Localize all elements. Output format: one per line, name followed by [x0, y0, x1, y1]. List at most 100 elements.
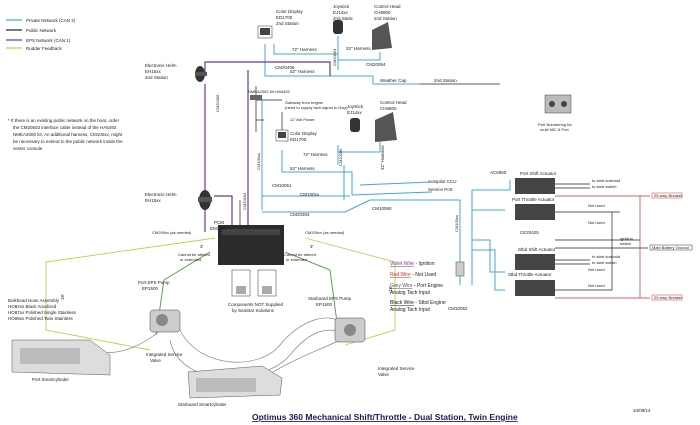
- label-second-station: 2nd Station: [434, 78, 457, 83]
- color-display-top: Color Display ED1700 2nd Station: [257, 9, 304, 39]
- label-cm209xx-right: CM209xx (as needed): [305, 230, 345, 235]
- wire-red: Red Wire - Not Used: [390, 272, 436, 278]
- helm-main-l2: EH15xx: [145, 198, 162, 203]
- color-display-mid: Color Display ED1700: [275, 129, 318, 142]
- bulkhead-l2: HO82xx Black Anodized: [8, 304, 57, 309]
- helm-main-l1: Electronic Helm: [145, 192, 177, 197]
- label-cm100xx-mid: CM100xx: [300, 192, 320, 197]
- port-pump-l2: EP1500: [142, 286, 159, 291]
- label-port-shift: Port Shift Actuator: [520, 171, 557, 176]
- wire-descriptions: Violet Wire - Ignition Red Wire - Not Us…: [390, 261, 446, 313]
- label-3ft-right: 3': [310, 244, 314, 249]
- label-battery: Main Battery Ground: [652, 245, 689, 250]
- note-line-3: NMEA2000 kit. An additional harness, CM1…: [13, 132, 123, 137]
- stbd-cyl-label: Starboard Smartcylinder: [178, 402, 227, 407]
- valve-port-l1: Integrated Service: [146, 352, 183, 357]
- joystick-top-l1: Joystick: [333, 4, 350, 9]
- label-18ft-right: 18': [388, 286, 393, 292]
- label-ignition-l1: Ignition: [620, 236, 633, 241]
- label-not-used-4: Not Used: [588, 283, 605, 288]
- port-pump-l1: Port EPS Pump: [138, 280, 170, 285]
- label-not-used-2: Not Used: [588, 220, 605, 225]
- pcm-l1: PCM: [214, 220, 224, 225]
- wire-violet: Violet Wire - Ignition: [390, 261, 435, 267]
- label-solenoid2: to start solenoid: [592, 254, 620, 259]
- note-line-2: the CM20503 interface cable instead of t…: [13, 125, 117, 130]
- label-harness32-mid: 32" Harness: [380, 145, 385, 170]
- diagram-date: 10/09/14: [633, 408, 651, 413]
- display-top-l1: Color Display: [276, 9, 304, 14]
- control-head-top: Control Head CH6800 2nd Station: [372, 4, 401, 50]
- not-supplied-l2: by SeaStar Solutions: [232, 308, 275, 313]
- port-num-l2: multi MIC 6 Port: [540, 127, 570, 132]
- label-service-port: Service Port: [428, 187, 453, 192]
- helm-top: Electronic Helm EH15xx 2nd Station: [145, 63, 207, 82]
- joystick-mid-l2: EJ14xx: [347, 110, 363, 115]
- label-stbd-throttle: Stbd Throttle Actuator: [508, 272, 552, 277]
- display-top-l2: ED1700: [276, 15, 293, 20]
- stbd-pump-l2: EP1500: [316, 302, 333, 307]
- port-numbering: Port Numbering for multi MIC 6 Port: [538, 94, 572, 132]
- legend-label-eps: EPS Network (CAN 1): [26, 38, 71, 43]
- nmea-kit: NMEA2000 Kit HA5492 Gateway from engine …: [248, 89, 348, 122]
- cannot-right-l2: or extended: [286, 257, 307, 262]
- display-mid-l1: Color Display: [290, 131, 318, 136]
- label-cm100xx-vert1: CM100xx: [256, 153, 261, 170]
- helm-top-l1: Electronic Helm: [145, 63, 177, 68]
- label-cm20406-vert: CM20406: [215, 94, 220, 112]
- helm-top-l3: 2nd Station: [145, 75, 168, 80]
- label-18ft-left: 18': [60, 294, 65, 300]
- public-network-wires: [239, 83, 500, 225]
- bulkhead-l3: HO87xx Polished Single Stainless: [8, 310, 77, 315]
- note-line-1: * If there is an existing public network…: [8, 118, 120, 123]
- private-network-wires: [261, 36, 511, 291]
- legend-label-public: Public Network: [26, 28, 57, 33]
- label-harness72-top: 72" Harness: [292, 47, 317, 52]
- label-gateway: Gateway from engine: [285, 100, 324, 105]
- joystick-top-l2: EJ14xx: [333, 10, 349, 15]
- label-cm209xx-left: CM209xx (as needed): [152, 230, 192, 235]
- connector-block: [455, 261, 465, 277]
- label-harness72-mid: 72" Harness: [303, 152, 328, 157]
- label-3ft-left: 3': [200, 244, 204, 249]
- label-ignition-l2: switch: [620, 241, 631, 246]
- legend-label-private: Private Network (CAN 2): [26, 18, 76, 23]
- stbd-pump-l1: Starboard EPS Pump: [308, 296, 352, 301]
- legend: Private Network (CAN 2) Public Network E…: [6, 18, 76, 51]
- label-switch2: to start switch: [592, 260, 616, 265]
- port-smartcylinder: Port Smartcylinder: [11, 339, 111, 382]
- label-cm10052: CM10052: [448, 306, 468, 311]
- wire-grey-2: Analog Tach Input: [390, 290, 431, 296]
- cannot-left-l1: Cannot be altered: [178, 252, 210, 257]
- label-port-throttle: Port Throttle Actuator: [512, 197, 555, 202]
- label-solenoid1: to start solenoid: [592, 178, 620, 183]
- control-head-top-l2: CH6800: [374, 10, 391, 15]
- label-stbd-shift: Stbd Shift Actuator: [518, 247, 556, 252]
- label-cm20064: CM20064: [366, 62, 386, 67]
- wire-black-2: Analog Tach Input: [390, 307, 431, 313]
- label-cm20064-vert: CM20064: [332, 48, 337, 66]
- label-switch1: to start switch: [592, 184, 616, 189]
- label-fuse2: 25 amp Breaker: [654, 295, 683, 300]
- helm-top-l2: EH15xx: [145, 69, 162, 74]
- label-gateway-sub: (need to supply tach signal to Gwy): [285, 105, 348, 110]
- label-cm10051: CM10051: [272, 183, 292, 188]
- joystick-top: Joystick EJ14xx 2nd Static: [333, 4, 354, 34]
- label-autopilot: Autopilot CCU: [428, 179, 457, 184]
- not-supplied-l1: Components NOT Supplied: [228, 302, 283, 307]
- port-cyl-label: Port Smartcylinder: [32, 377, 70, 382]
- note-line-5: center console.: [13, 146, 44, 151]
- stbd-smartcylinder: Starboard Smartcylinder: [178, 365, 283, 407]
- note-text: * If there is an existing public network…: [8, 118, 123, 151]
- wire-black: Black Wire - Stbd Engine: [390, 300, 446, 306]
- pcm-module: PCM EM1100: [210, 220, 284, 265]
- label-harness52-top: 52" Harness: [290, 69, 315, 74]
- diagram-title: Optimus 360 Mechanical Shift/Throttle - …: [252, 412, 518, 422]
- valve-stbd-l2: Valve: [378, 372, 389, 377]
- control-head-top-l1: Control Head: [374, 4, 401, 9]
- valve-port-l2: Valve: [150, 358, 161, 363]
- joystick-mid-l1: Joystick: [347, 104, 364, 109]
- control-head-mid: Control Head CH6800: [375, 100, 407, 142]
- bulkhead-l4: HO89xx Polished Twin Stainless: [8, 316, 73, 321]
- joystick-top-l3: 2nd Static: [333, 16, 354, 21]
